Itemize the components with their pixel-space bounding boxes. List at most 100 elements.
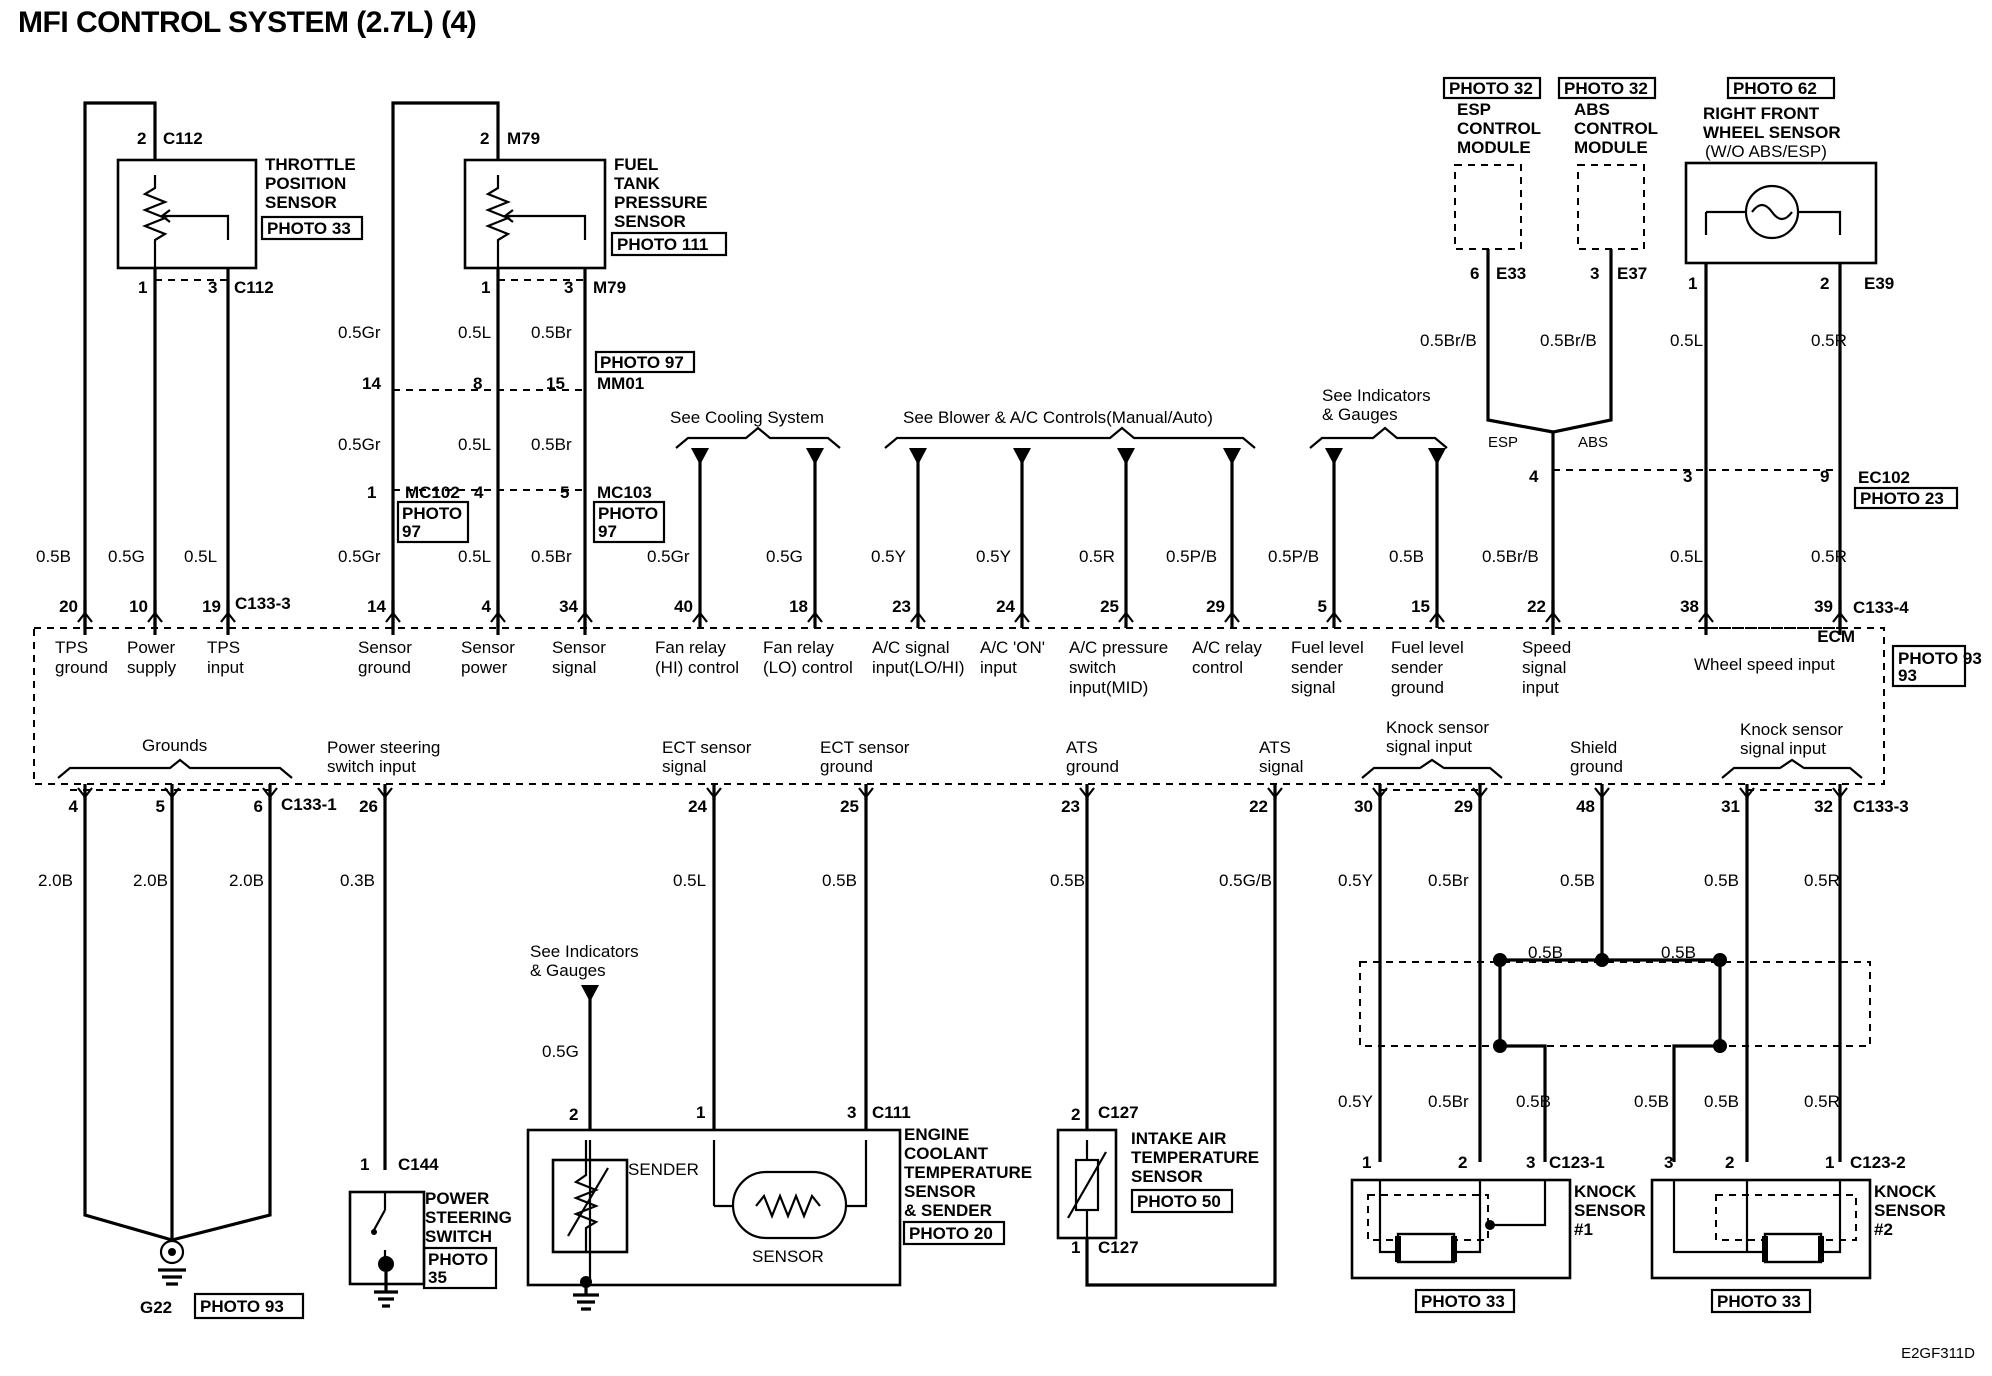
svg-text:0.5L: 0.5L: [458, 547, 491, 566]
svg-text:signal input: signal input: [1386, 737, 1472, 756]
svg-text:COOLANT: COOLANT: [904, 1144, 989, 1163]
svg-text:TPS: TPS: [55, 638, 88, 657]
svg-text:PHOTO: PHOTO: [428, 1250, 488, 1269]
svg-text:ABS: ABS: [1578, 434, 1608, 451]
svg-text:0.5Y: 0.5Y: [1338, 871, 1373, 890]
svg-text:G22: G22: [140, 1298, 172, 1317]
svg-text:CONTROL: CONTROL: [1457, 119, 1541, 138]
connector-c133-4: C133-4: [1853, 598, 1909, 617]
reference-arrow: [806, 448, 824, 465]
svg-text:1: 1: [360, 1155, 369, 1174]
svg-text:Fan relay: Fan relay: [763, 638, 834, 657]
svg-text:1: 1: [1362, 1153, 1371, 1172]
svg-text:THROTTLE: THROTTLE: [265, 155, 356, 174]
svg-text:4: 4: [1529, 467, 1539, 486]
right-front-wheel-sensor: PHOTO 62 RIGHT FRONT WHEEL SENSOR (W/O A…: [1684, 76, 1894, 635]
svg-text:0.5B: 0.5B: [1389, 547, 1424, 566]
svg-text:0.5Y: 0.5Y: [976, 547, 1011, 566]
svg-text:3: 3: [208, 278, 217, 297]
svg-text:& SENDER: & SENDER: [904, 1201, 992, 1220]
page-title: MFI CONTROL SYSTEM (2.7L) (4): [18, 6, 477, 39]
svg-text:93: 93: [1898, 666, 1917, 685]
svg-text:PRESSURE: PRESSURE: [614, 193, 708, 212]
svg-text:0.5B: 0.5B: [1528, 943, 1563, 962]
pin-number: 23: [892, 597, 911, 616]
svg-text:M79: M79: [593, 278, 626, 297]
reference-arrow: [909, 448, 927, 465]
svg-text:Sensor: Sensor: [552, 638, 606, 657]
svg-text:E39: E39: [1864, 274, 1894, 293]
svg-text:Fuel level: Fuel level: [1291, 638, 1364, 657]
svg-text:control: control: [1192, 658, 1243, 677]
svg-text:PHOTO 33: PHOTO 33: [1421, 1292, 1505, 1311]
svg-text:0.5R: 0.5R: [1811, 331, 1847, 350]
svg-text:0.5Br/B: 0.5Br/B: [1540, 331, 1597, 350]
svg-text:0.5G: 0.5G: [108, 547, 145, 566]
svg-text:2: 2: [137, 129, 146, 148]
svg-text:1: 1: [138, 278, 147, 297]
svg-text:0.5L: 0.5L: [1670, 331, 1703, 350]
svg-text:See Cooling System: See Cooling System: [670, 408, 824, 427]
svg-text:C112: C112: [234, 278, 274, 297]
svg-text:MODULE: MODULE: [1574, 138, 1648, 157]
svg-text:PHOTO 50: PHOTO 50: [1137, 1192, 1221, 1211]
svg-text:0.5G: 0.5G: [542, 1042, 579, 1061]
terminal-mark: [220, 611, 236, 623]
svg-text:signal input: signal input: [1740, 739, 1826, 758]
svg-text:ground: ground: [1066, 757, 1119, 776]
connector-ec102: ESP ABS 4 3 9 EC102 PHOTO 23: [1488, 434, 1959, 510]
svg-text:Knock sensor: Knock sensor: [1740, 720, 1843, 739]
svg-text:ECT sensor: ECT sensor: [662, 738, 752, 757]
svg-text:input: input: [207, 658, 244, 677]
svg-text:C123-1: C123-1: [1549, 1153, 1605, 1172]
svg-text:0.5B: 0.5B: [822, 871, 857, 890]
svg-text:POSITION: POSITION: [265, 174, 346, 193]
svg-text:switch: switch: [1069, 658, 1116, 677]
svg-text:0.5L: 0.5L: [458, 435, 491, 454]
svg-text:KNOCK: KNOCK: [1874, 1182, 1937, 1201]
svg-text:0.5B: 0.5B: [1516, 1092, 1551, 1111]
svg-text:3: 3: [1683, 467, 1692, 486]
svg-text:A/C relay: A/C relay: [1192, 638, 1262, 657]
power-steering-switch: 1 C144 POWER STEERING SWITCH PHOTO 35: [348, 795, 512, 1308]
svg-text:ground: ground: [358, 658, 411, 677]
svg-text:ATS: ATS: [1259, 738, 1291, 757]
pin-number: 4: [482, 597, 492, 616]
svg-text:2: 2: [480, 129, 489, 148]
svg-text:& Gauges: & Gauges: [530, 961, 606, 980]
pin-number: 38: [1680, 597, 1699, 616]
pin-number: 20: [59, 597, 78, 616]
svg-text:PHOTO 20: PHOTO 20: [909, 1224, 993, 1243]
svg-text:input: input: [1522, 678, 1559, 697]
svg-text:1: 1: [481, 278, 490, 297]
svg-text:(LO) control: (LO) control: [763, 658, 853, 677]
svg-text:ESP: ESP: [1488, 434, 1518, 451]
connector-c133-3-top: C133-3: [235, 594, 291, 613]
svg-text:0.5L: 0.5L: [1670, 547, 1703, 566]
svg-text:See Blower & A/C Controls(Manu: See Blower & A/C Controls(Manual/Auto): [903, 408, 1213, 427]
svg-text:0.5B: 0.5B: [1050, 871, 1085, 890]
svg-text:3: 3: [564, 278, 573, 297]
see-cooling-reference: See Cooling System: [670, 408, 841, 449]
svg-text:Wheel speed input: Wheel speed input: [1694, 655, 1835, 674]
svg-text:supply: supply: [127, 658, 177, 677]
svg-text:35: 35: [428, 1268, 447, 1287]
svg-text:14: 14: [362, 374, 381, 393]
svg-text:PHOTO 23: PHOTO 23: [1860, 489, 1944, 508]
svg-text:RIGHT FRONT: RIGHT FRONT: [1703, 104, 1820, 123]
svg-text:0.5Y: 0.5Y: [1338, 1092, 1373, 1111]
svg-text:PHOTO 32: PHOTO 32: [1449, 79, 1533, 98]
svg-text:0.5B: 0.5B: [1661, 943, 1696, 962]
pin-number: 14: [367, 597, 386, 616]
svg-text:1: 1: [1071, 1238, 1080, 1257]
pin-number: 30: [1354, 797, 1373, 816]
svg-text:MODULE: MODULE: [1457, 138, 1531, 157]
svg-text:0.5Gr: 0.5Gr: [338, 547, 381, 566]
svg-text:0.5Br: 0.5Br: [1428, 1092, 1469, 1111]
terminal-mark: [1224, 611, 1240, 623]
svg-text:1: 1: [367, 483, 376, 502]
pin-number: 39: [1814, 597, 1833, 616]
svg-text:1: 1: [696, 1103, 705, 1122]
svg-text:signal: signal: [662, 757, 706, 776]
